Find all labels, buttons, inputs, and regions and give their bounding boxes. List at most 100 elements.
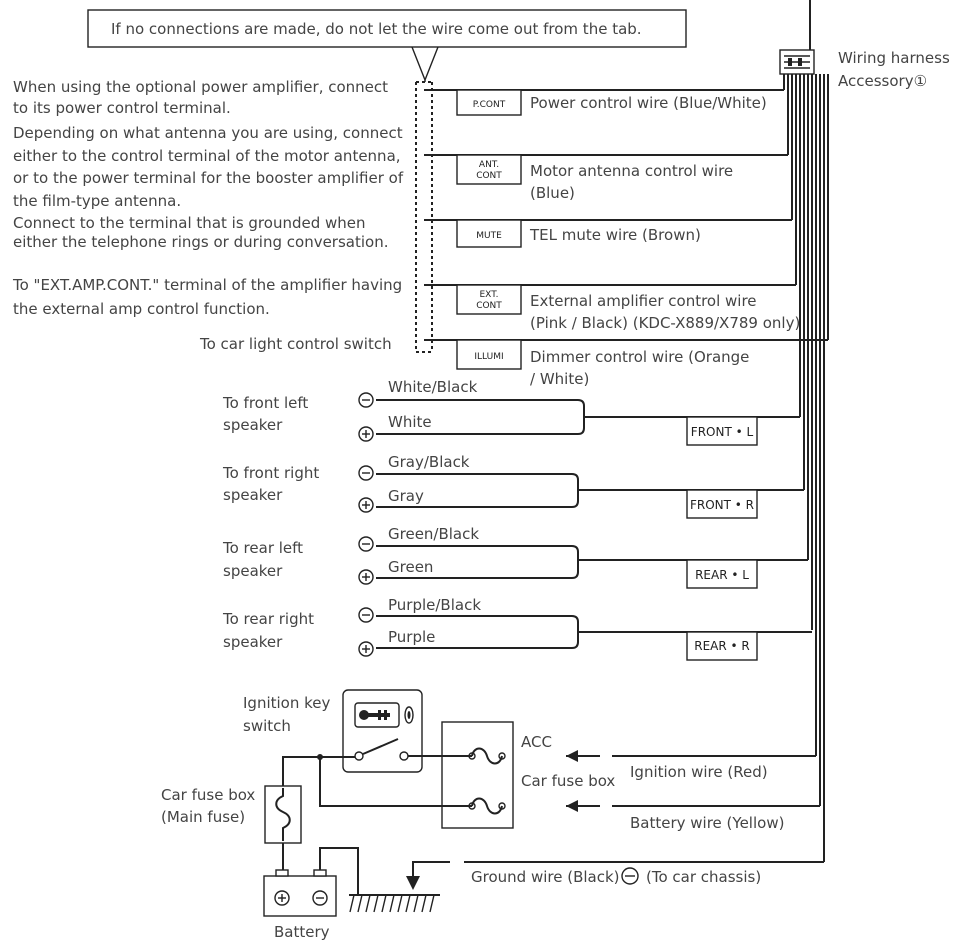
speaker-dest-line1: To front right xyxy=(222,464,319,482)
minus-terminal-icon xyxy=(358,465,374,481)
speaker-neg-wire-label: Purple/Black xyxy=(388,596,481,614)
speaker-group-rear-right: To rear right speaker Purple/Black Purpl… xyxy=(222,596,812,661)
tab-ext-cont xyxy=(456,284,522,315)
control-wires: P.CONT Power control wire (Blue/White) A… xyxy=(424,89,828,388)
plus-terminal-icon xyxy=(358,641,374,657)
note-callout: If no connections are made, do not let t… xyxy=(87,9,687,82)
desc-ext-line1: To "EXT.AMP.CONT." terminal of the ampli… xyxy=(12,276,402,294)
connector-front-l xyxy=(686,416,758,446)
key-icon xyxy=(354,702,414,728)
speaker-dest-line2: speaker xyxy=(223,416,283,434)
speaker-wires: To front left speaker White/Black White … xyxy=(222,378,812,661)
svg-text:MUTE: MUTE xyxy=(476,231,502,241)
minus-terminal-icon xyxy=(621,867,639,885)
ground-chassis-label: (To car chassis) xyxy=(646,868,761,886)
speaker-group-front-left: To front left speaker White/Black White … xyxy=(222,378,800,446)
desc-ant-line1: Depending on what antenna you are using,… xyxy=(13,124,403,142)
svg-text:REAR • L: REAR • L xyxy=(695,568,749,582)
desc-ant-line4: the film-type antenna. xyxy=(13,192,181,210)
minus-terminal-icon xyxy=(358,392,374,408)
speaker-neg-wire-label: Green/Black xyxy=(388,525,479,543)
speaker-pos-wire-label: Green xyxy=(388,558,433,576)
svg-text:REAR • R: REAR • R xyxy=(694,639,750,653)
ext-amp-wire-label-line1: External amplifier control wire xyxy=(530,292,757,310)
speaker-neg-wire-label: White/Black xyxy=(388,378,478,396)
plus-terminal-icon xyxy=(358,426,374,442)
speaker-pos-wire-label: White xyxy=(388,413,432,431)
speaker-dest-line1: To rear left xyxy=(222,539,303,557)
speaker-group-rear-left: To rear left speaker Green/Black Green R… xyxy=(222,525,808,589)
svg-text:FRONT • R: FRONT • R xyxy=(690,498,754,512)
connector-front-r xyxy=(686,489,758,519)
connection-descriptions: When using the optional power amplifier,… xyxy=(12,78,404,353)
tab-outline xyxy=(415,81,432,353)
power-section: Ignition key switch ACC Car fuse box xyxy=(161,689,824,941)
svg-text:ILLUMI: ILLUMI xyxy=(474,352,503,362)
speaker-neg-wire-label: Gray/Black xyxy=(388,453,470,471)
speaker-dest-line1: To rear right xyxy=(222,610,314,628)
ignition-switch-label-line1: Ignition key xyxy=(243,694,331,712)
minus-terminal-icon xyxy=(358,607,374,623)
speaker-dest-line1: To front left xyxy=(222,394,308,412)
desc-ant-line2: either to the control terminal of the mo… xyxy=(13,147,401,165)
desc-mute-line2: either the telephone rings or during con… xyxy=(13,233,388,251)
arrow-icon xyxy=(566,800,578,812)
speaker-dest-line2: speaker xyxy=(223,633,283,651)
tab-pcont xyxy=(456,89,522,116)
fuse-icon xyxy=(471,797,503,815)
svg-text:P.CONT: P.CONT xyxy=(473,100,506,110)
speaker-pos-wire-label: Gray xyxy=(388,487,424,505)
tel-mute-wire-label: TEL mute wire (Brown) xyxy=(529,226,701,244)
desc-ext-line2: the external amp control function. xyxy=(13,300,270,318)
main-fuse-label-line2: (Main fuse) xyxy=(161,808,245,826)
arrow-icon xyxy=(566,750,578,762)
connector-rear-r xyxy=(686,631,758,661)
speaker-dest-line2: speaker xyxy=(223,486,283,504)
acc-label: ACC xyxy=(521,733,552,751)
fuse-icon xyxy=(471,747,503,765)
plus-terminal-icon xyxy=(358,497,374,513)
speaker-group-front-right: To front right speaker Gray/Black Gray F… xyxy=(222,453,804,519)
tab-ant-cont xyxy=(456,154,522,185)
tab-illumi xyxy=(456,339,522,370)
plus-terminal-icon xyxy=(274,890,290,906)
battery-label: Battery xyxy=(274,923,330,941)
svg-text:CONT: CONT xyxy=(476,301,502,311)
ground-arrow-icon xyxy=(406,876,420,890)
harness-label-line1: Wiring harness xyxy=(838,49,950,67)
tab-mute xyxy=(456,219,522,248)
svg-text:FRONT • L: FRONT • L xyxy=(691,425,754,439)
ground-wire-label: Ground wire (Black) xyxy=(471,868,620,886)
svg-text:CONT: CONT xyxy=(476,171,502,181)
motor-antenna-wire-label-line2: (Blue) xyxy=(530,184,575,202)
speaker-dest-line2: speaker xyxy=(223,562,283,580)
desc-amp-line1: When using the optional power amplifier,… xyxy=(13,78,388,96)
speaker-pos-wire-label: Purple xyxy=(388,628,435,646)
svg-text:EXT.: EXT. xyxy=(480,290,499,300)
motor-antenna-wire-label-line1: Motor antenna control wire xyxy=(530,162,733,180)
note-text: If no connections are made, do not let t… xyxy=(111,20,642,38)
minus-terminal-icon xyxy=(358,536,374,552)
svg-text:ANT.: ANT. xyxy=(479,160,499,170)
car-fuse-box-label: Car fuse box xyxy=(521,772,615,790)
car-fuse-box xyxy=(441,721,514,829)
battery-wire-label: Battery wire (Yellow) xyxy=(630,814,784,832)
connector-rear-l xyxy=(686,559,758,589)
desc-ant-line3: or to the power terminal for the booster… xyxy=(13,169,404,187)
main-fuse-label-line1: Car fuse box xyxy=(161,786,255,804)
harness-bundle xyxy=(779,0,829,862)
dimmer-wire-label-line1: Dimmer control wire (Orange xyxy=(530,348,749,366)
desc-mute-line1: Connect to the terminal that is grounded… xyxy=(13,214,366,232)
plus-terminal-icon xyxy=(358,569,374,585)
desc-amp-line2: to its power control terminal. xyxy=(13,99,231,117)
ext-amp-wire-label-line2: (Pink / Black) (KDC-X889/X789 only) xyxy=(530,314,800,332)
dimmer-wire-label-line2: / White) xyxy=(530,370,589,388)
ignition-wire-label: Ignition wire (Red) xyxy=(630,763,768,781)
fuse-icon xyxy=(275,788,291,841)
minus-terminal-icon xyxy=(312,890,328,906)
power-control-wire-label: Power control wire (Blue/White) xyxy=(530,94,767,112)
desc-light: To car light control switch xyxy=(199,335,392,353)
harness-label-line2: Accessory① xyxy=(838,72,927,90)
ignition-switch-label-line2: switch xyxy=(243,717,291,735)
